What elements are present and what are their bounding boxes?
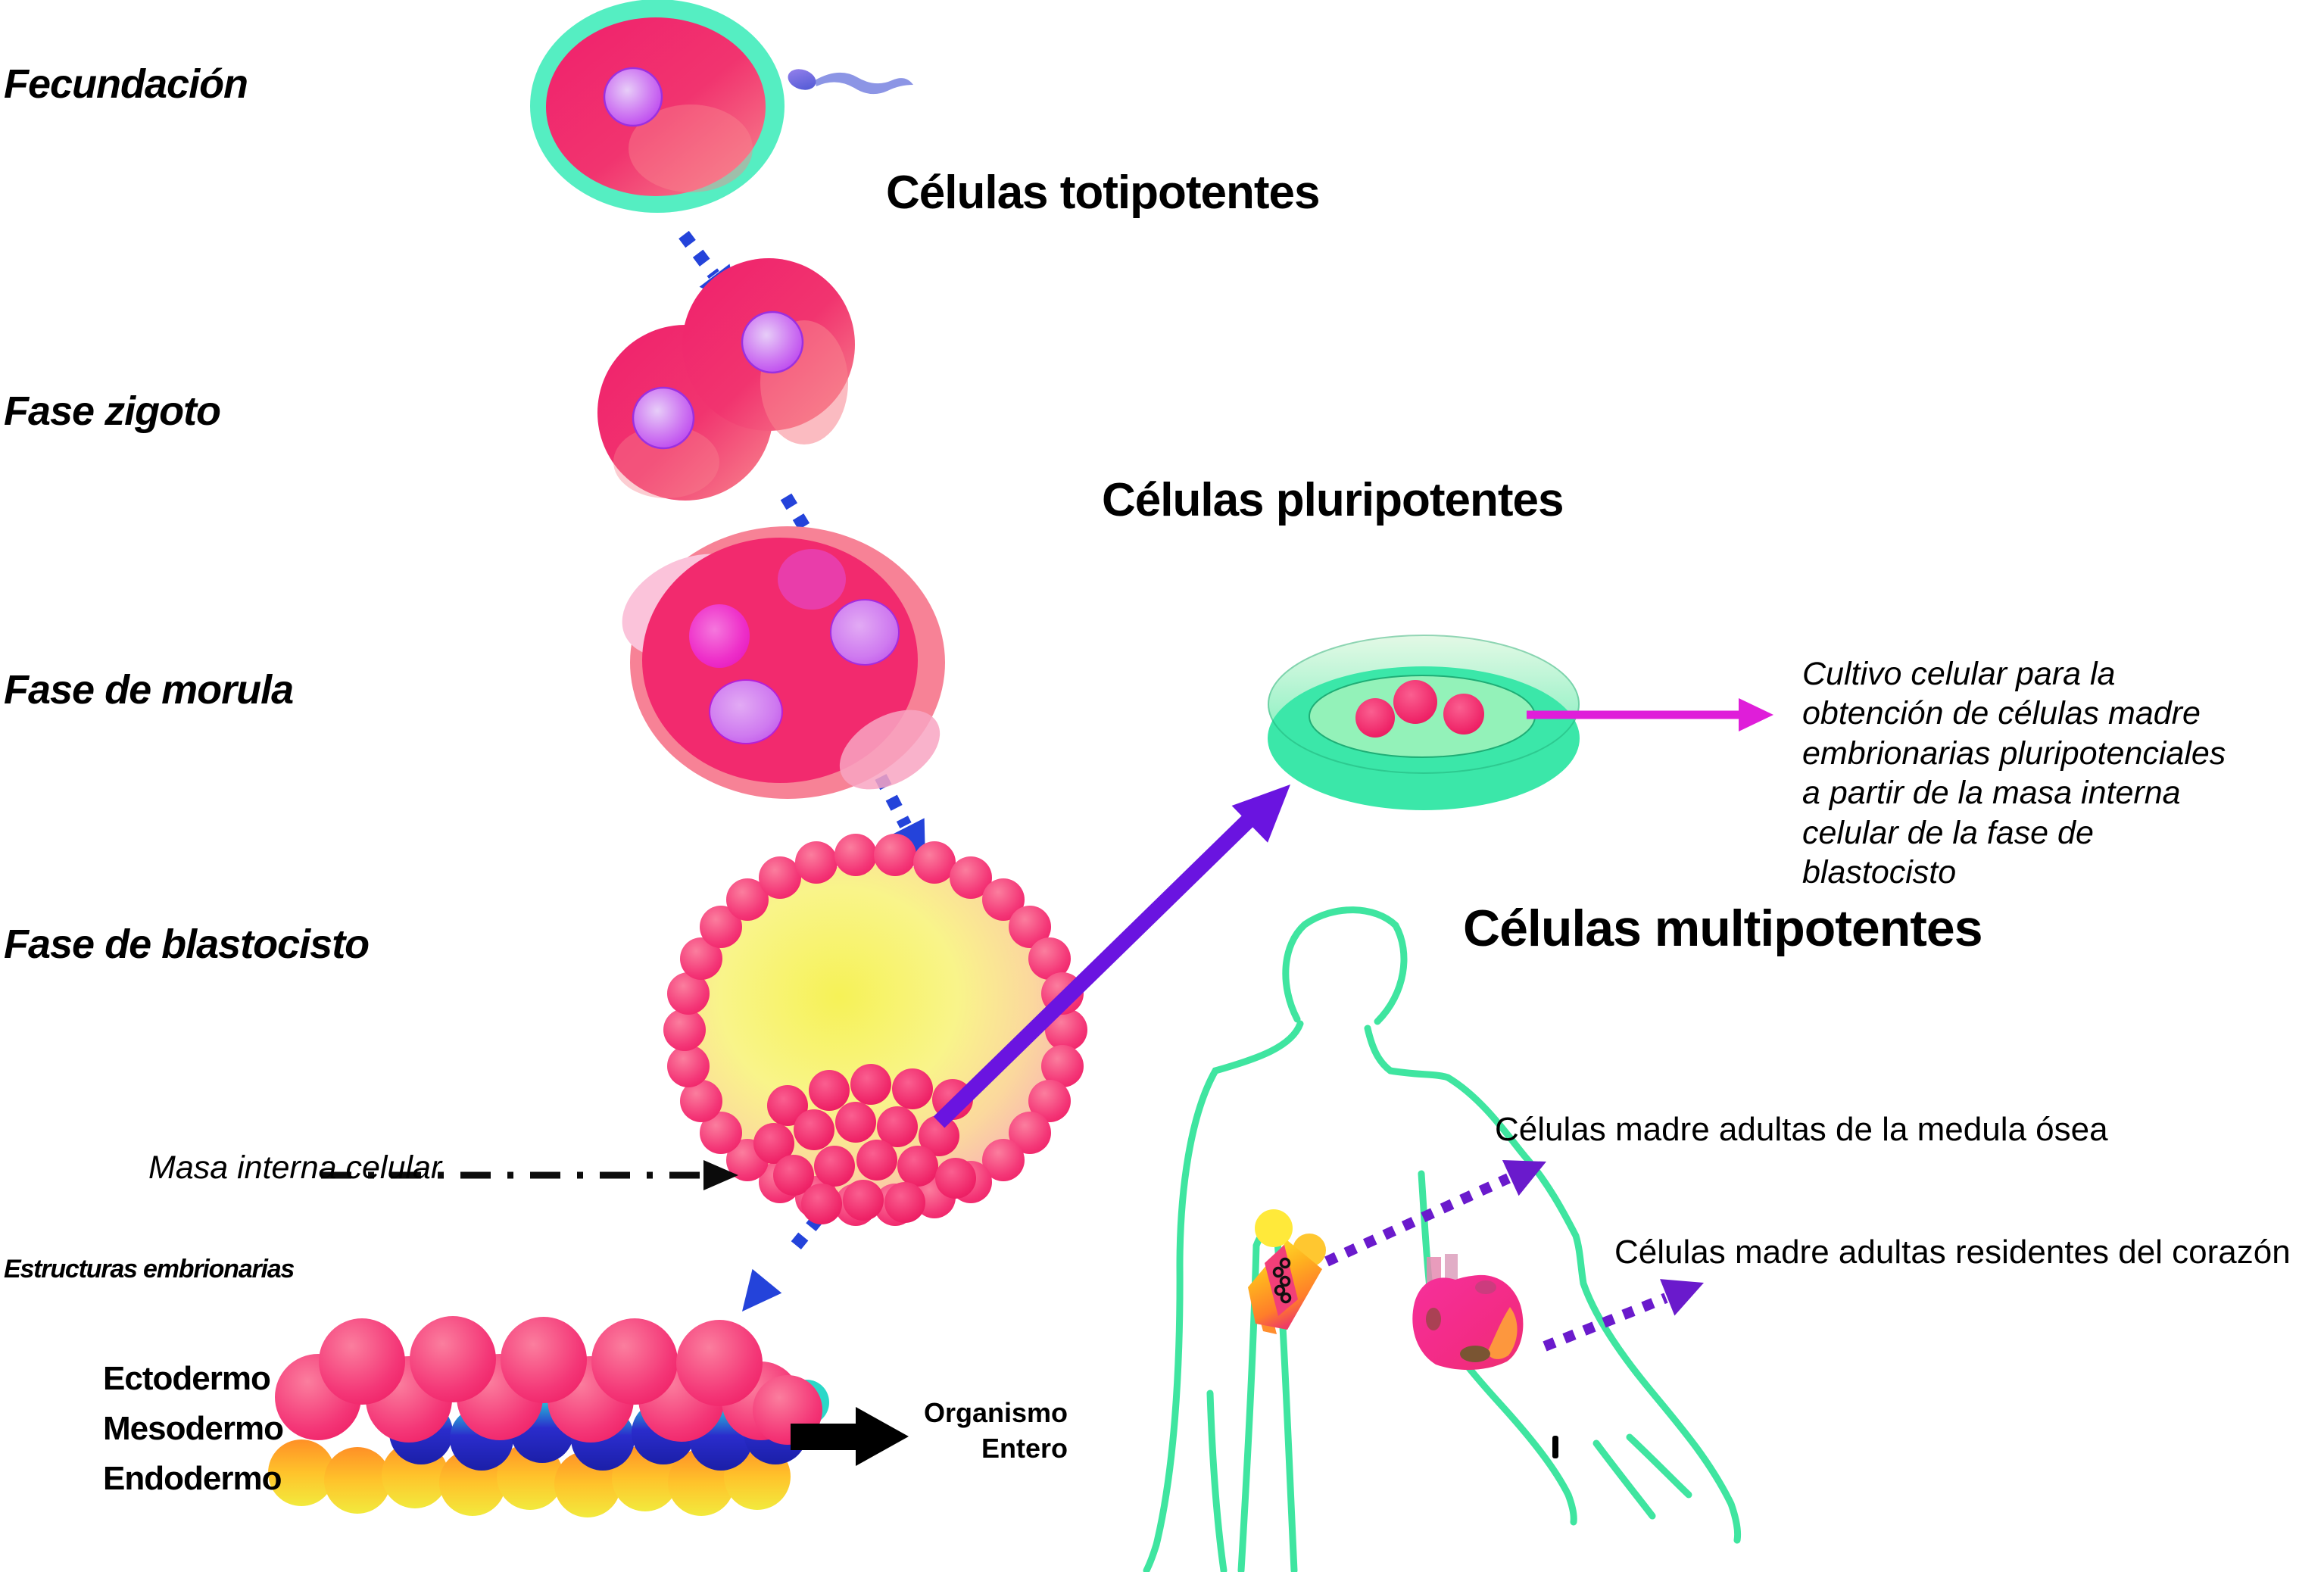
bone-icon <box>1248 1209 1326 1334</box>
annotation-cultivo-celular: Cultivo celular para la obtención de cél… <box>1802 656 2226 891</box>
heading-celulas-pluripotentes: Células pluripotentes <box>1102 474 1564 526</box>
petri-dish-icon <box>1268 635 1580 810</box>
label-fase-blastocisto: Fase de blastocisto <box>4 922 370 967</box>
arrow-blastocyst-to-structures <box>742 1196 838 1312</box>
label-estructuras-embrionarias: Estructuras embrionarias <box>4 1255 295 1283</box>
blastocyst-icon <box>663 834 1087 1226</box>
arrow-dish-to-text <box>1527 698 1773 731</box>
label-mesodermo: Mesodermo <box>103 1410 284 1447</box>
inner-cell-mass <box>753 1064 976 1224</box>
label-fase-morula: Fase de morula <box>4 667 294 713</box>
label-organismo-entero: Organismo Entero <box>923 1397 1068 1464</box>
sperm-icon <box>788 69 913 95</box>
arrow-bone-to-label <box>1324 1160 1546 1267</box>
egg-cell-icon <box>530 0 785 213</box>
arrow-blastocyst-to-dish <box>933 784 1290 1128</box>
arrow-to-organism <box>791 1407 909 1466</box>
heading-celulas-totipotentes: Células totipotentes <box>886 167 1321 219</box>
heading-celulas-multipotentes: Células multipotentes <box>1463 900 1983 957</box>
label-medula-osea: Células madre adultas de la medula ósea <box>1495 1111 2108 1148</box>
label-endodermo: Endodermo <box>103 1460 282 1497</box>
heart-icon <box>1412 1254 1524 1371</box>
arrow-masa-interna <box>321 1160 738 1190</box>
morula-icon <box>622 526 945 799</box>
label-fecundacion: Fecundación <box>4 61 248 107</box>
germ-layers-icon <box>268 1316 829 1517</box>
zygote-icon <box>597 258 855 501</box>
ectoderm-row <box>275 1316 822 1445</box>
label-fase-zigoto: Fase zigoto <box>4 388 221 434</box>
body-tick-mark <box>1552 1436 1558 1458</box>
label-masa-interna: Masa interna celular <box>148 1149 442 1186</box>
endoderm-row <box>268 1439 791 1517</box>
arrow-heart-to-label <box>1543 1279 1704 1352</box>
label-corazon: Células madre adultas residentes del cor… <box>1614 1234 2291 1271</box>
label-ectodermo: Ectodermo <box>103 1360 271 1397</box>
